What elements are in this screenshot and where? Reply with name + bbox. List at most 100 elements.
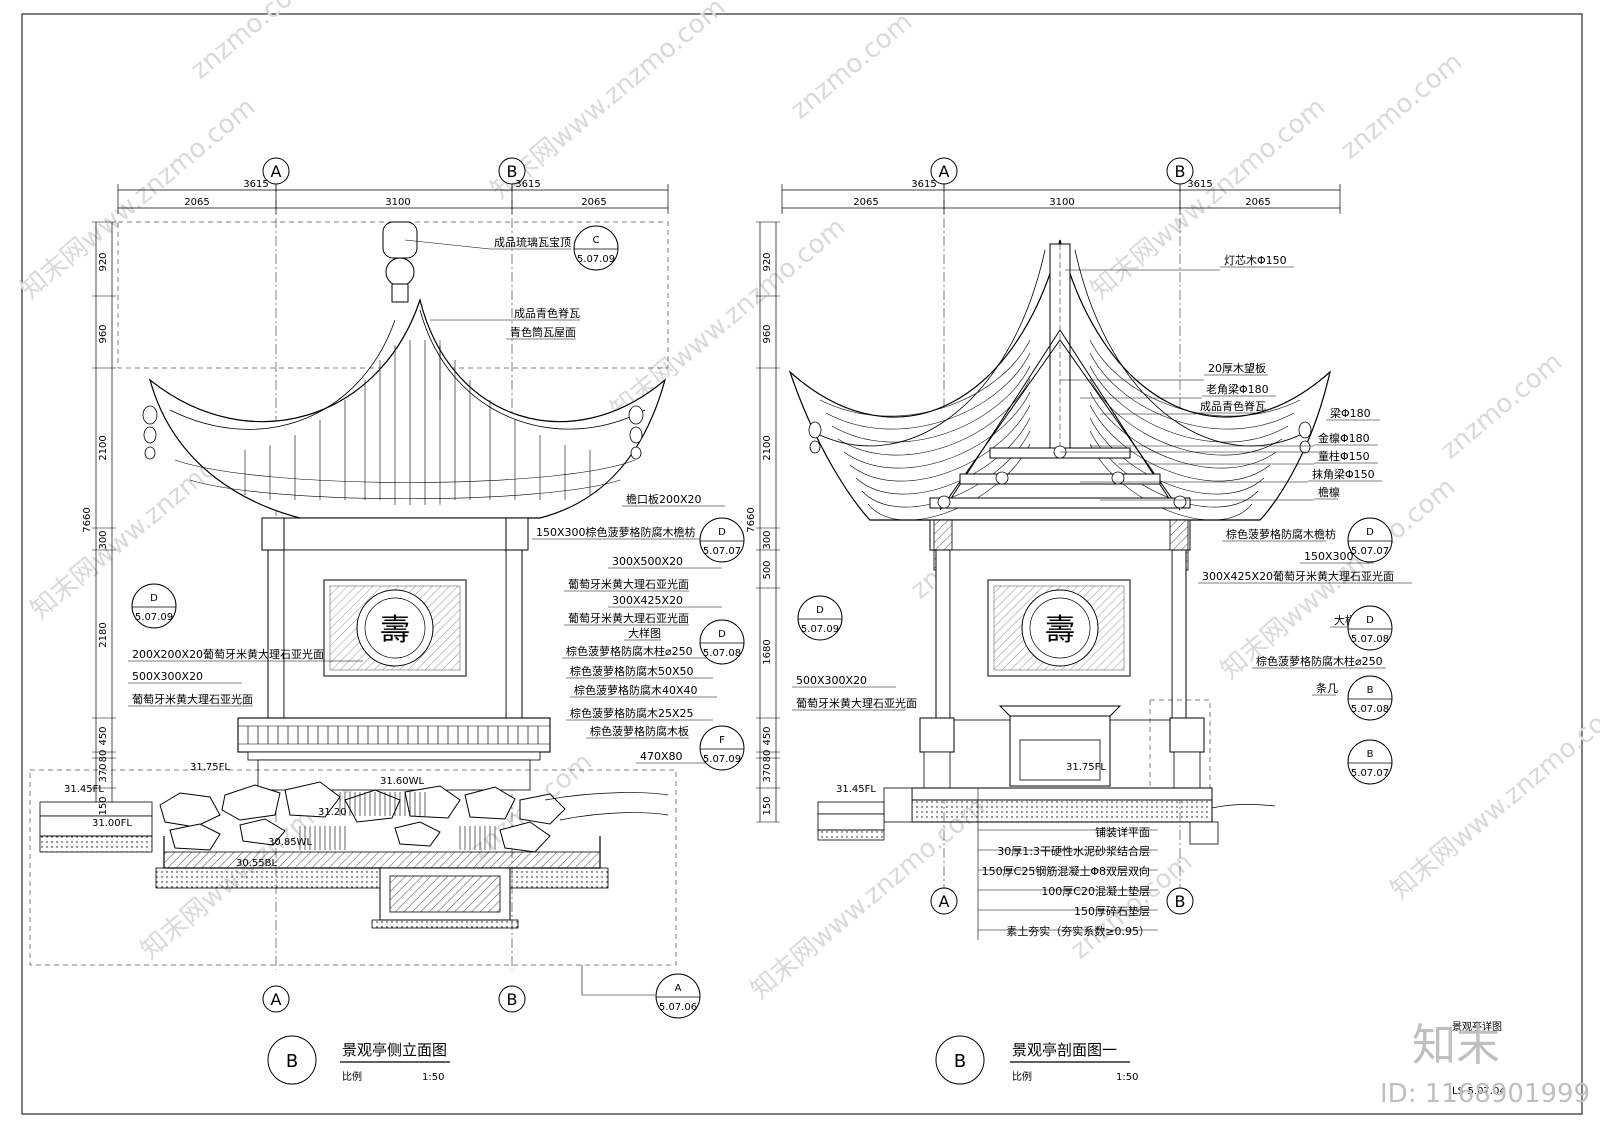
tile-line [1089, 352, 1295, 430]
dim-vertical: 2180 [98, 622, 109, 647]
dim-mid: 2065 [184, 197, 209, 208]
title-tag: B [286, 1051, 298, 1072]
axis-bubble: B [498, 157, 526, 185]
dim-mid: 2065 [853, 197, 878, 208]
axis-label: A [271, 990, 282, 1009]
detail-callout: D5.07.07 [699, 517, 745, 563]
note-text: 200X200X20葡萄牙米黄大理石亚光面 [132, 647, 324, 661]
callout-ref: 5.07.07 [1351, 768, 1389, 779]
callout-circle [655, 973, 701, 1019]
axis-circle [498, 157, 526, 185]
note-text: 棕色菠萝格防腐木柱⌀250 [566, 644, 693, 658]
elevation-label: 31.00FL [92, 818, 132, 829]
dim-vertical: 450 [762, 726, 773, 745]
note-text: 条几 [1316, 681, 1338, 695]
axis-bubble: A [262, 157, 290, 185]
axis-bubble: B [1166, 887, 1194, 915]
axis-circle [1166, 157, 1194, 185]
svg-text:壽: 壽 [380, 613, 410, 648]
callout-ref: 5.07.06 [659, 1002, 697, 1013]
watermark-text: znzmo.com [1335, 47, 1468, 165]
callout-circle [1347, 517, 1393, 563]
axis-circle [262, 985, 290, 1013]
axis-circle [930, 157, 958, 185]
callout-letter: D [1366, 615, 1374, 626]
detail-callout: F5.07.09 [699, 725, 745, 771]
callout-circle [131, 583, 177, 629]
elevation-label: 31.75FL [190, 762, 230, 773]
dim-vertical: 920 [98, 252, 109, 271]
note-text: 大样图 [628, 626, 661, 640]
tile-line [843, 391, 1031, 469]
dim-vertical: 370 [98, 763, 109, 782]
section-drawing: 壽 [756, 182, 1412, 940]
dim-total: 7660 [746, 507, 757, 532]
scale-value: 1:50 [1116, 1072, 1138, 1083]
callout-circle [699, 619, 745, 665]
note-text: 梁Φ180 [1330, 406, 1371, 420]
callout-ref: 5.07.07 [703, 546, 741, 557]
axis-bubble: A [262, 985, 290, 1013]
axis-label: A [271, 162, 282, 181]
brand-logo: 知末 [1412, 1020, 1500, 1071]
dim-vertical: 370 [762, 763, 773, 782]
callout-letter: D [1366, 527, 1374, 538]
tile-line [1089, 365, 1289, 443]
watermark-text: 知末网www.znzmo.com [15, 92, 261, 305]
note-text: 棕色菠萝格防腐木板 [590, 724, 689, 738]
watermark-text: znzmo.com [1435, 347, 1568, 465]
note-text: 棕色菠萝格防腐木柱⌀250 [1256, 654, 1383, 668]
tile-line [1089, 339, 1301, 417]
callout-letter: C [593, 235, 600, 246]
note-text: 棕色菠萝格防腐木25X25 [570, 706, 694, 720]
callout-ref: 5.07.09 [577, 254, 615, 265]
svg-text:壽: 壽 [1045, 613, 1075, 648]
detail-callout: D5.07.09 [797, 595, 843, 641]
dim-vertical: 150 [762, 796, 773, 815]
title-tag: B [954, 1051, 966, 1072]
note-text: 150X300棕色菠萝格防腐木檐枋 [536, 525, 696, 539]
tile-line [1089, 391, 1277, 469]
tile-line [855, 417, 1031, 495]
watermark-text: 知末网www.znzmo.com [1385, 692, 1600, 905]
side-elevation: 壽 [29, 182, 725, 996]
note-text: 葡萄牙米黄大理石亚光面 [132, 692, 253, 706]
title-circle [267, 1035, 317, 1085]
note-text: 500X300X20 [796, 674, 867, 687]
tile-line [1089, 378, 1283, 456]
layer-text: 素土夯实（夯实系数≥0.95） [1006, 924, 1150, 938]
drawing-title: 景观亭侧立面图 [342, 1041, 447, 1059]
callout-circle [1347, 739, 1393, 785]
callout-ref: 5.07.07 [1351, 546, 1389, 557]
axis-label: B [507, 162, 518, 181]
dim-vertical: 80 [762, 750, 773, 763]
note-text: 金檩Φ180 [1318, 431, 1370, 445]
dim-mid: 2065 [581, 197, 606, 208]
note-text: 葡萄牙米黄大理石亚光面 [568, 611, 689, 625]
note-text: 20厚木望板 [1208, 361, 1266, 375]
callout-circle [699, 725, 745, 771]
title-circle [935, 1035, 985, 1085]
dim-vertical: 920 [762, 252, 773, 271]
tile-line [1089, 443, 1253, 521]
dim-total: 7660 [82, 507, 93, 532]
layer-text: 150厚C25钢筋混凝土Φ8双层双向 [982, 864, 1150, 878]
tile-line [819, 339, 1031, 417]
callout-letter: B [1367, 749, 1374, 760]
detail-callout: A5.07.06 [655, 973, 701, 1019]
watermark-text: znzmo.com [785, 7, 918, 125]
watermark-id: ID: 1168901999 [1380, 1079, 1590, 1109]
sheet-border [21, 13, 1583, 1115]
callout-letter: D [816, 605, 824, 616]
note-text: 300X425X20葡萄牙米黄大理石亚光面 [1202, 569, 1394, 583]
detail-callout: D5.07.08 [1347, 605, 1393, 651]
sheet-number: LS-5.07.04 [1452, 1086, 1506, 1097]
scale-label: 比例 [342, 1070, 362, 1083]
axis-bubble: B [498, 985, 526, 1013]
note-text: 檐口板200X20 [626, 492, 702, 506]
dim-vertical: 960 [762, 324, 773, 343]
